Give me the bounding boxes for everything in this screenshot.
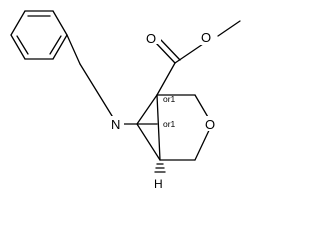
benzene-bond bbox=[52, 34, 68, 60]
benzene-double-bond bbox=[16, 35, 29, 55]
hashed-wedge-bond bbox=[154, 163, 166, 173]
benzyl-bond bbox=[79, 63, 118, 125]
ester-oxygen-atom-label: O bbox=[201, 30, 211, 45]
benzyl-bond bbox=[66, 34, 81, 65]
stereo-descriptor-quaternary: or1 bbox=[163, 94, 176, 104]
carbonyl-oxygen-atom-label: O bbox=[146, 31, 156, 46]
benzene-double-bond bbox=[49, 35, 62, 55]
hydrogen-atom-label: H bbox=[154, 177, 163, 191]
chemical-structure-diagram: N O O O H or1 or1 bbox=[10, 10, 241, 191]
nitrogen-atom-label: N bbox=[111, 117, 120, 132]
ring-oxygen-atom-label: O bbox=[205, 117, 215, 132]
ring-fusion-bond bbox=[156, 94, 161, 161]
methoxy-bond bbox=[217, 20, 241, 37]
carbonyl-double-bond bbox=[155, 42, 176, 64]
benzene-bond bbox=[52, 10, 68, 36]
benzene-bond bbox=[10, 10, 26, 36]
benzene-bond bbox=[10, 34, 26, 60]
pyrrolidine-bond bbox=[136, 123, 161, 161]
ester-bond bbox=[156, 62, 176, 96]
carbonyl-double-bond bbox=[160, 39, 181, 61]
ester-oxygen-bond bbox=[174, 43, 204, 64]
pyrrolidine-bond bbox=[136, 94, 158, 125]
stereo-descriptor-tertiary: or1 bbox=[163, 119, 176, 129]
benzene-ring bbox=[10, 10, 68, 60]
